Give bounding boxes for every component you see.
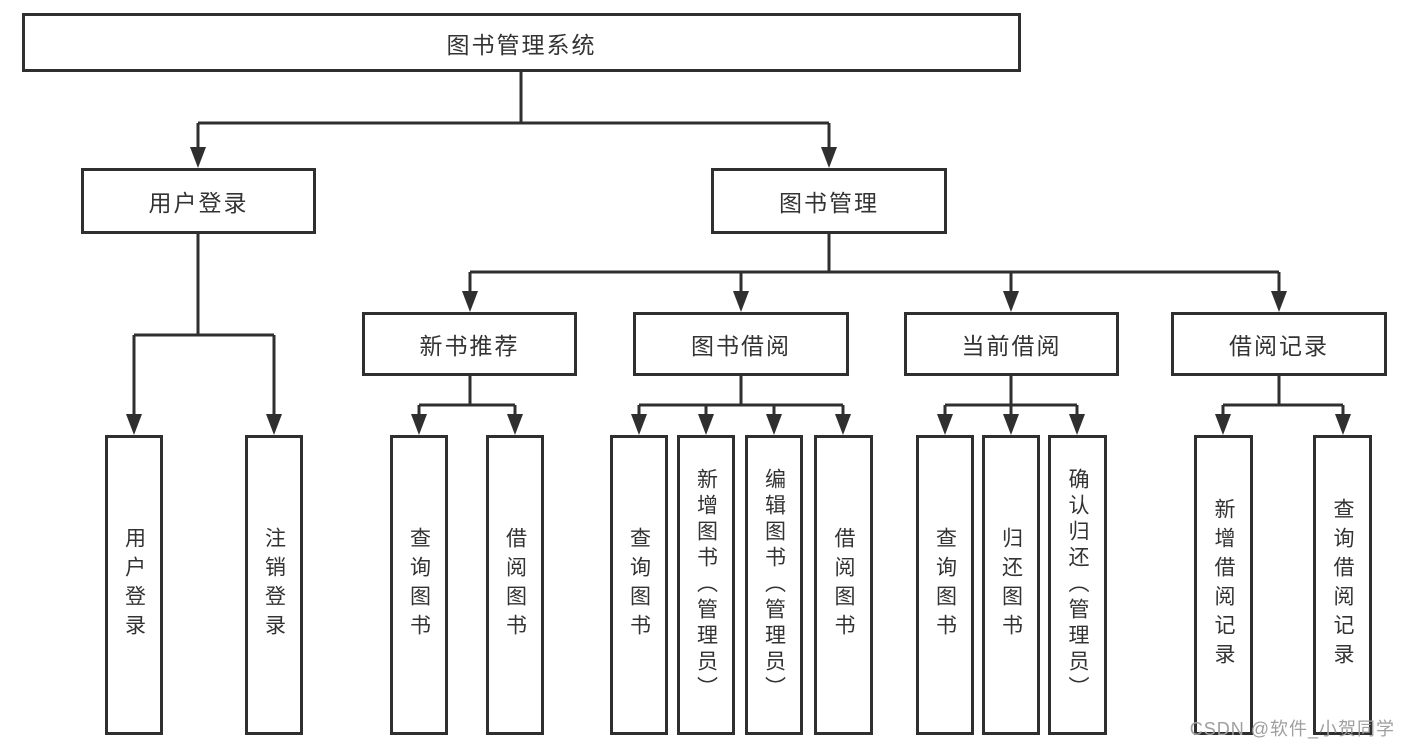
leaf-return-book: 归还图书 bbox=[982, 435, 1040, 735]
leaf-borrow-books-borrowing: 借阅图书 bbox=[814, 435, 873, 735]
node-new-book-recommendation: 新书推荐 bbox=[362, 312, 577, 376]
leaf-confirm-return-admin: 确认归还（管理员） bbox=[1048, 435, 1107, 735]
leaf-borrow-books-recommend: 借阅图书 bbox=[486, 435, 544, 735]
node-user-login: 用户登录 bbox=[81, 168, 316, 234]
leaf-add-book-admin: 新增图书（管理员） bbox=[677, 435, 735, 735]
leaf-add-borrow-record: 新增借阅记录 bbox=[1194, 435, 1253, 735]
leaf-query-books-current: 查询图书 bbox=[916, 435, 974, 735]
leaf-edit-book-admin: 编辑图书（管理员） bbox=[745, 435, 803, 735]
node-current-borrowing: 当前借阅 bbox=[904, 312, 1119, 376]
leaf-query-borrow-record: 查询借阅记录 bbox=[1313, 435, 1372, 735]
leaf-query-books-recommend: 查询图书 bbox=[390, 435, 448, 735]
node-book-management: 图书管理 bbox=[711, 168, 947, 234]
node-root: 图书管理系统 bbox=[22, 13, 1021, 72]
node-book-borrowing: 图书借阅 bbox=[633, 312, 849, 376]
leaf-user-login: 用户登录 bbox=[105, 435, 163, 735]
leaf-query-books-borrowing: 查询图书 bbox=[610, 435, 668, 735]
node-borrowing-records: 借阅记录 bbox=[1171, 312, 1387, 376]
watermark: CSDN @软件_小贺同学 bbox=[1189, 719, 1395, 739]
leaf-logout-login: 注销登录 bbox=[245, 435, 303, 735]
